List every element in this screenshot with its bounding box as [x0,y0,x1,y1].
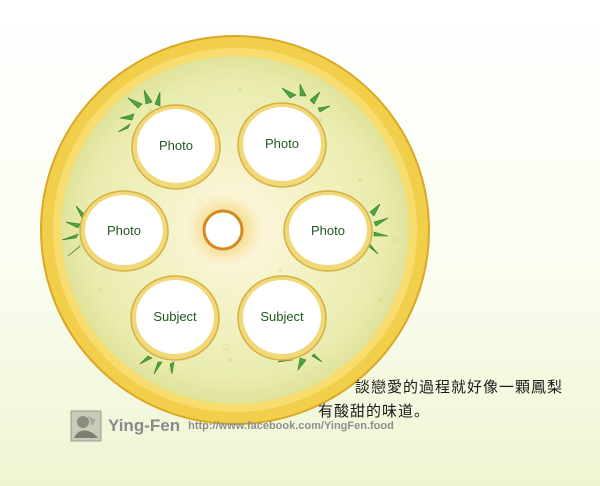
caption-line-2: 有酸甜的味道。 [318,402,431,420]
leaf-top-right [281,83,331,113]
leaf-left [61,205,87,257]
photo-area [243,107,321,181]
photo-label: Photo [107,223,141,238]
photo-area [289,195,367,265]
subject-label: Subject [153,309,197,324]
subject-label: Subject [260,309,304,324]
photo-label: Photo [311,223,345,238]
photo-area [243,280,321,354]
signature: Ying-Fen http://www.facebook.com/YingFen… [70,409,394,443]
leaf-bottom-left [139,355,175,375]
core-hole [202,209,244,251]
leaf-right [367,203,389,255]
flesh-speckles [78,88,397,372]
photo-area [137,109,215,183]
author-name: Ying-Fen [108,416,181,435]
photo-slot-left[interactable]: Photo [79,190,169,272]
caption-line-1: 談戀愛的過程就好像一顆鳳梨 [355,378,564,396]
photo-slot-right[interactable]: Photo [283,190,373,272]
author-url-link[interactable]: http://www.facebook.com/YingFen.food [188,420,394,432]
photo-label: Photo [159,138,193,153]
photo-area [85,195,163,265]
photo-area [136,280,214,354]
author-logo-icon [70,410,102,442]
photo-slot-top-left[interactable]: Photo [131,104,221,190]
photo-slot-top-right[interactable]: Photo [237,102,327,188]
leaf-top-left [117,89,161,133]
subject-slot-bottom-right[interactable]: Subject [237,275,327,361]
photo-label: Photo [265,136,299,151]
subject-slot-bottom-left[interactable]: Subject [130,275,220,361]
